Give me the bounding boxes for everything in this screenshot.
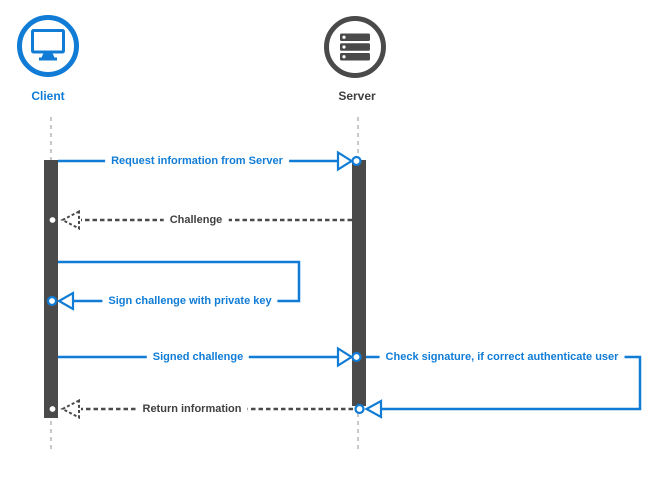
message-challenge-label: Challenge (163, 214, 229, 226)
message-check-path (366, 355, 642, 411)
server-activation-bar (352, 160, 366, 406)
client-label: Client (31, 89, 65, 103)
message-check-arrowhead-icon (364, 399, 383, 419)
message-check-label: Check signature, if correct authenticate… (379, 351, 625, 363)
message-sign-endpoint-circle (46, 295, 58, 307)
message-sign-label: Sign challenge with private key (102, 295, 278, 307)
message-check-endpoint-circle (354, 403, 365, 415)
message-return-label: Return information (136, 403, 248, 415)
client-actor (16, 14, 80, 83)
client-activation-bar (44, 160, 58, 418)
message-return-arrowhead-icon (60, 398, 80, 420)
server-label: Server (338, 89, 376, 103)
server-stack-icon (324, 16, 386, 78)
monitor-icon (17, 15, 79, 77)
message-signed-arrowhead-icon (336, 346, 354, 368)
message-challenge-endpoint-circle (47, 214, 58, 226)
message-challenge-arrowhead-icon (60, 209, 80, 231)
server-actor (323, 15, 387, 84)
message-request-label: Request information from Server (105, 155, 289, 167)
message-return-endpoint-circle (47, 403, 58, 415)
message-request-arrowhead-icon (336, 150, 354, 172)
message-sign-arrowhead-icon (56, 291, 75, 311)
message-request-endpoint-circle (351, 155, 362, 167)
message-signed-endpoint-circle (351, 351, 362, 363)
message-signed-label: Signed challenge (146, 351, 250, 363)
